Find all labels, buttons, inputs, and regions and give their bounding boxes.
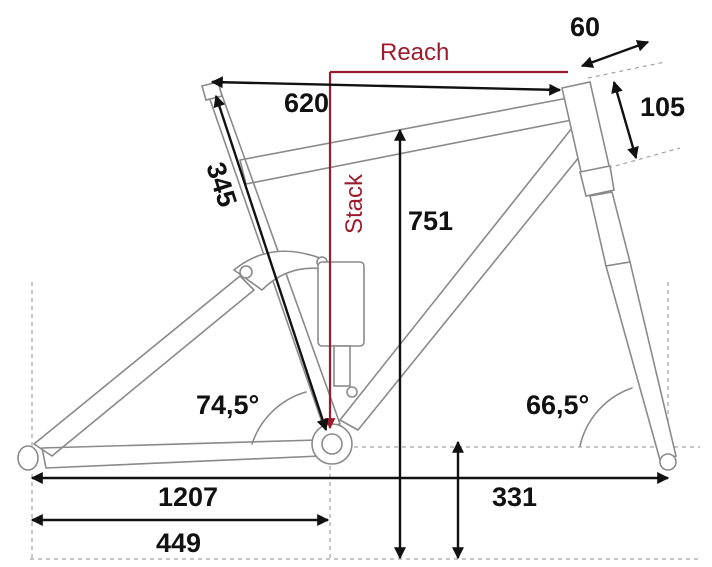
top-reach-value: 620	[284, 88, 329, 118]
fork-upper	[589, 191, 631, 267]
rocker-pivot	[239, 265, 253, 279]
head-angle-value: 66,5°	[526, 390, 589, 420]
fork-lower	[604, 261, 677, 461]
head-tube-line	[611, 80, 639, 160]
reach-stack-dimensions	[324, 70, 568, 430]
stem-length-value: 60	[570, 12, 600, 42]
dimension-lines	[30, 40, 670, 560]
head-tube	[561, 81, 611, 177]
down-tube	[339, 127, 589, 431]
head-angle-arc	[579, 387, 633, 447]
headset-cup	[579, 165, 615, 197]
seat-angle-value: 74,5°	[196, 390, 259, 420]
seat-angle-arc	[251, 391, 307, 445]
shock-mount	[346, 386, 358, 398]
front-dropout	[659, 453, 677, 471]
reach-label: Reach	[380, 39, 449, 66]
headtube-top-guide	[587, 61, 666, 79]
shock-shaft	[333, 345, 351, 387]
stem-line	[580, 40, 650, 68]
shock-body	[317, 261, 365, 347]
stack-label: Stack	[341, 173, 368, 234]
seat-tube-value: 345	[200, 159, 242, 211]
front-center-value: 331	[492, 482, 537, 512]
chain-stay	[41, 439, 321, 469]
stack-value: 751	[408, 206, 453, 236]
head-tube-value: 105	[640, 92, 685, 122]
seat-tube-line	[213, 94, 329, 432]
wheelbase-value: 1207	[158, 482, 218, 512]
dimension-labels: Reach Stack 620 60 105 345 751 74,5° 66,…	[156, 12, 685, 558]
chainstay-value: 449	[156, 528, 201, 558]
top-reach-line	[210, 76, 562, 96]
headtube-bottom-guide	[607, 147, 681, 169]
rear-dropout	[17, 445, 39, 471]
seat-stay	[33, 275, 255, 457]
seat-tube-top	[201, 81, 223, 101]
bottom-bracket-inner	[321, 433, 343, 455]
